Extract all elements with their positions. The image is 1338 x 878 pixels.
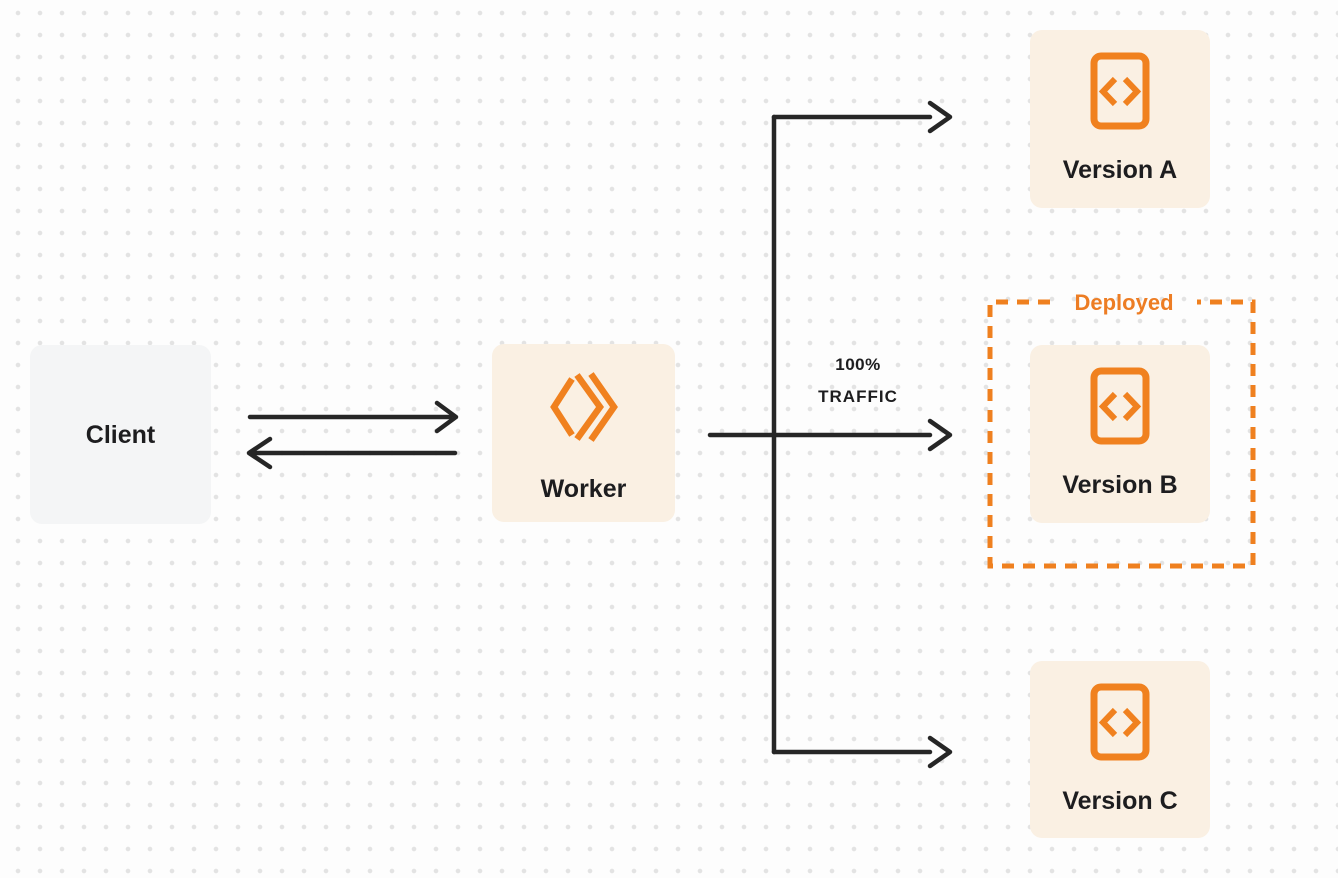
node-version-c: Version C (1030, 661, 1210, 838)
arrow-to-version-b (927, 418, 953, 452)
node-version-c-label: Version C (1062, 787, 1178, 815)
traffic-trunk-line (707, 114, 933, 755)
arrow-to-version-c (771, 735, 953, 769)
node-client: Client (30, 345, 211, 524)
code-file-icon (1090, 52, 1150, 130)
traffic-word-label: TRAFFIC (818, 387, 898, 406)
node-worker-label: Worker (540, 475, 627, 503)
code-file-icon (1090, 683, 1150, 761)
workers-logo-icon (549, 372, 619, 442)
arrow-to-version-a (771, 100, 953, 134)
arrow-client-to-worker (247, 400, 459, 434)
arrow-worker-to-client (246, 436, 458, 470)
node-version-b-label: Version B (1062, 471, 1178, 499)
traffic-percent-label: 100% (835, 355, 881, 374)
node-version-a: Version A (1030, 30, 1210, 208)
traffic-label: 100% TRAFFIC (818, 349, 898, 413)
deployed-label: Deployed (1074, 290, 1174, 315)
node-version-a-label: Version A (1062, 156, 1178, 184)
node-version-b: Version B (1030, 345, 1210, 523)
node-client-label: Client (85, 420, 156, 449)
code-file-icon (1090, 367, 1150, 445)
node-worker: Worker (492, 344, 675, 522)
deployed-boundary (987, 299, 1256, 569)
